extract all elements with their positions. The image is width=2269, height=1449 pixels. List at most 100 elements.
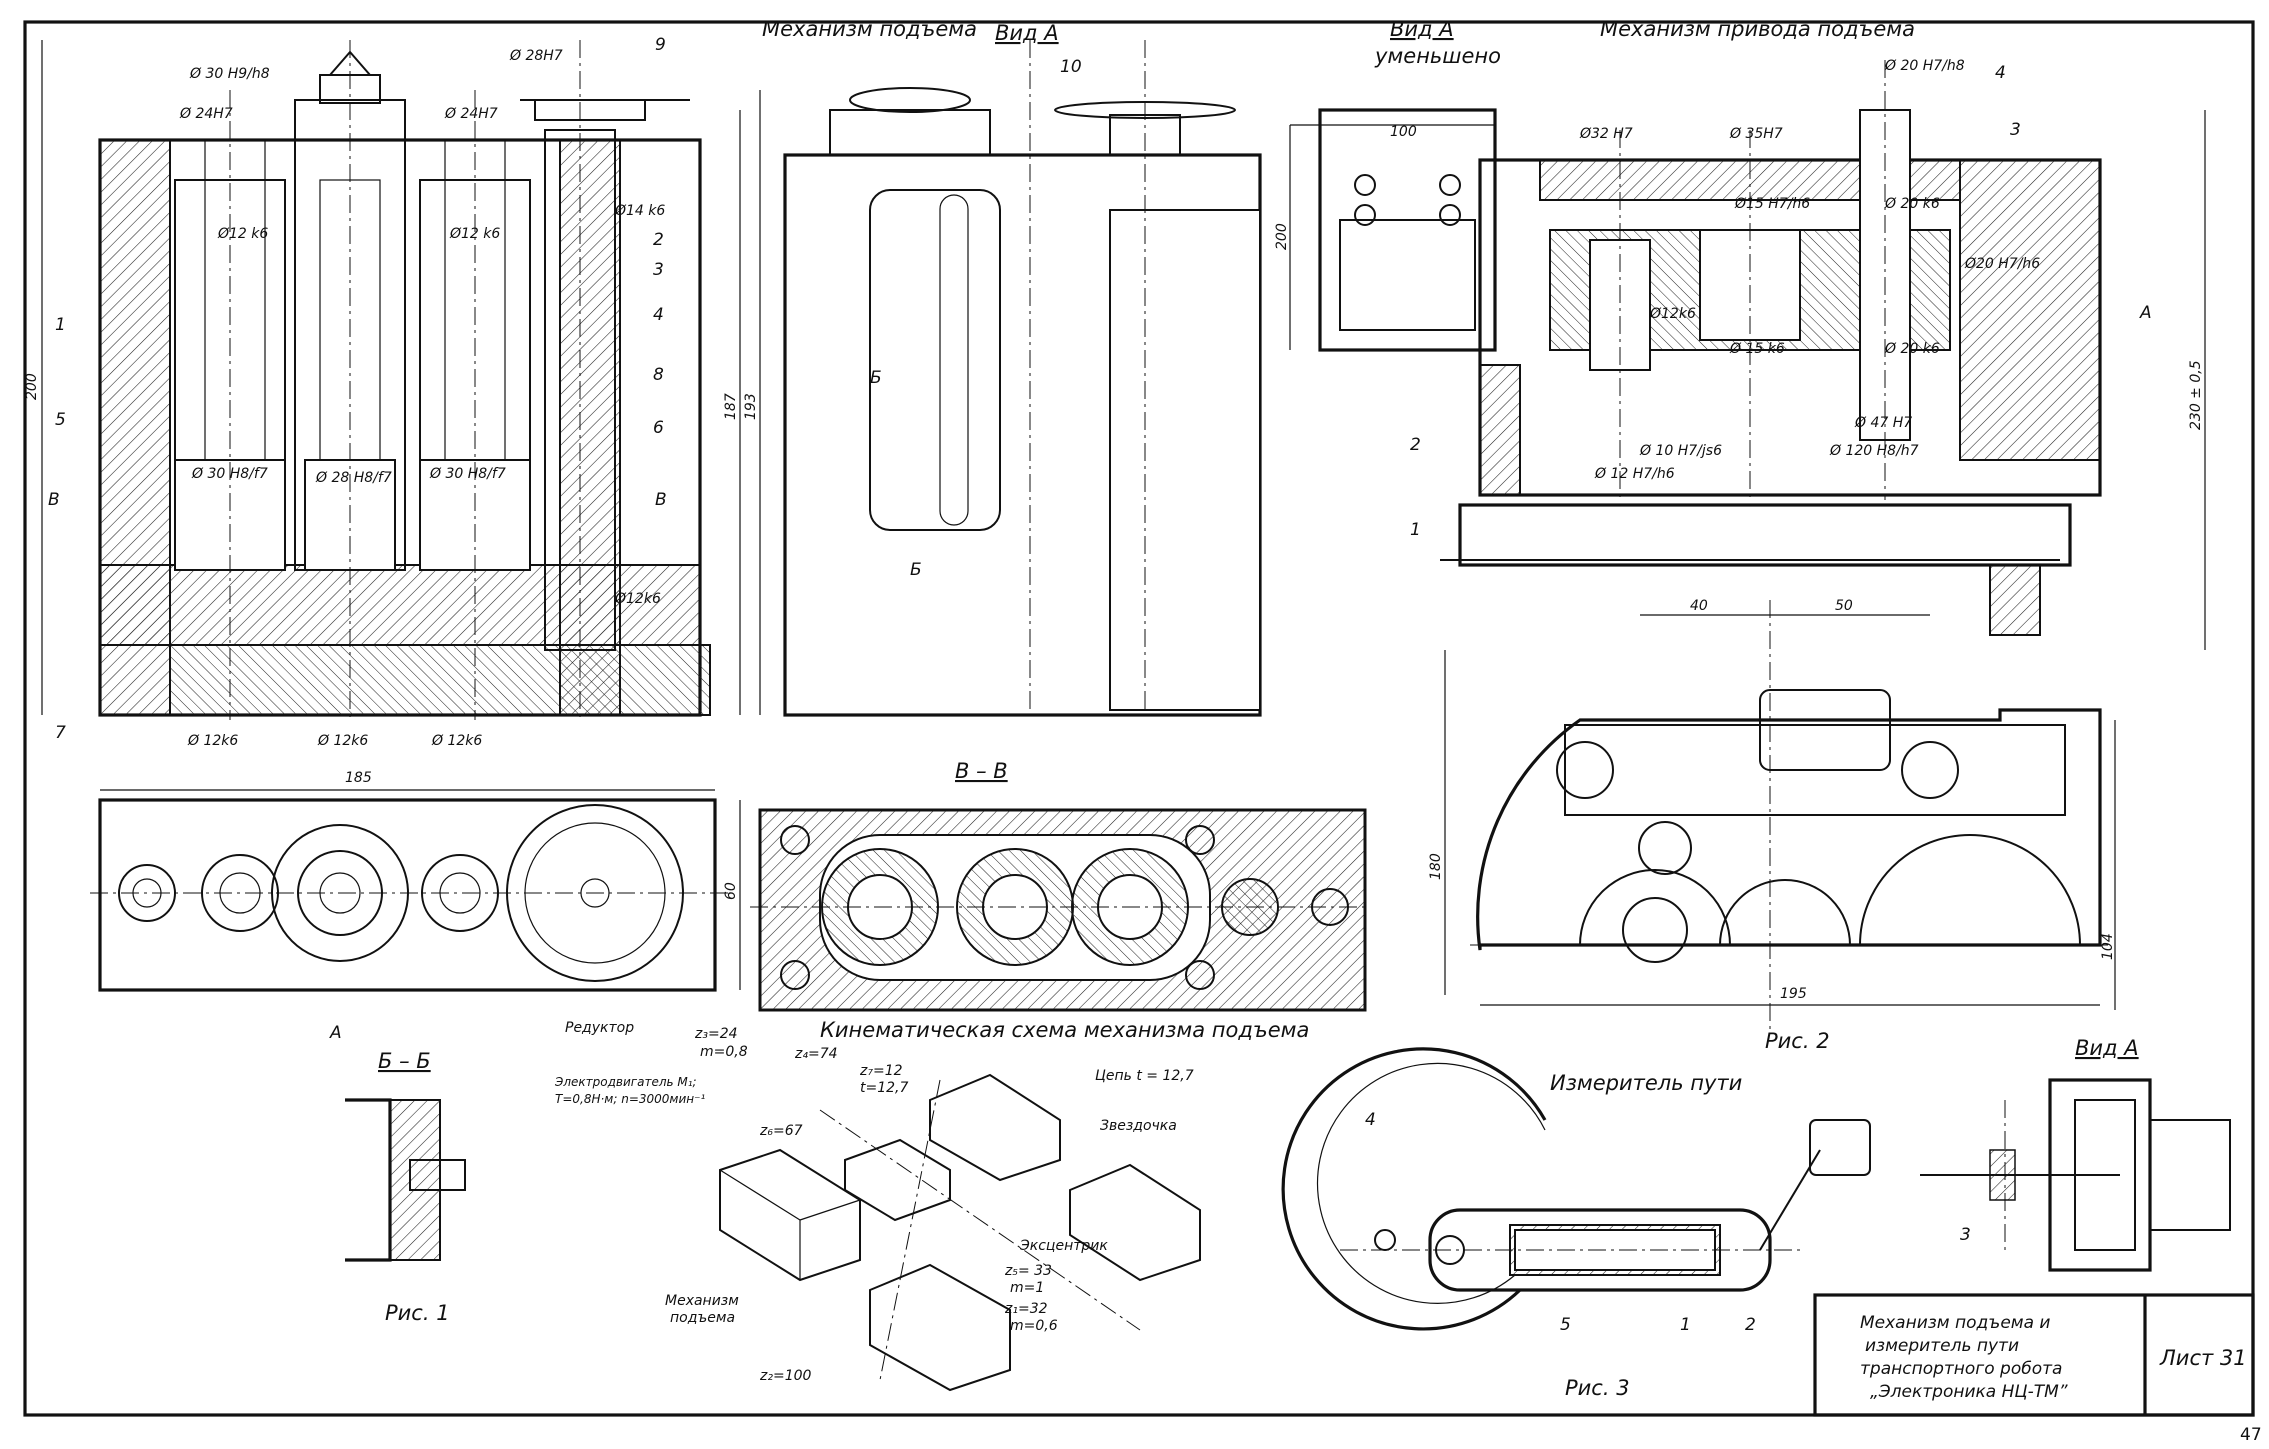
dim-h187: 187	[723, 393, 739, 420]
view-a-reduced	[1289, 108, 1497, 352]
dim-d12k6-d: Ø 12k6	[187, 733, 238, 749]
dim-w50: 50	[1835, 598, 1853, 614]
title-view-a-reduced-1: Вид А	[1390, 17, 1454, 41]
section-b-b	[345, 1098, 466, 1262]
dim-d12k6-c: Ø12k6	[614, 591, 661, 607]
title-block-sheet: Лист 31	[2159, 1346, 2247, 1370]
dim-d12k6-b: Ø12 k6	[449, 226, 500, 242]
dim-w185: 185	[345, 770, 372, 786]
meter-num-1: 1	[1680, 1315, 1691, 1335]
kin-chain: Цепь t = 12,7	[1095, 1068, 1194, 1084]
title-kinematic: Кинематическая схема механизма подъема	[820, 1018, 1309, 1042]
dim-h180: 180	[1428, 853, 1444, 880]
meter-num-2: 2	[1745, 1315, 1756, 1335]
kin-m1: m=1	[1010, 1280, 1044, 1296]
lift-drive-section	[1440, 60, 2206, 650]
dim-d47h7: Ø 47 H7	[1854, 415, 1912, 431]
dim-d20-h7h8: Ø 20 H7/h8	[1884, 58, 1965, 74]
kin-motor-1: Электродвигатель M₁;	[554, 1075, 697, 1089]
drive-part-num-2: 2	[1410, 435, 1421, 455]
part-num-9: 9	[655, 35, 666, 55]
section-v-v	[750, 808, 1370, 1012]
dim-d24h7-b: Ø 24H7	[444, 106, 498, 122]
lift-plan-view	[90, 798, 741, 992]
title-path-meter: Измеритель пути	[1550, 1071, 1742, 1095]
drive-part-num-4: 4	[1995, 63, 2006, 83]
title-block-line4: „Электроника НЦ-ТМ”	[1870, 1382, 2068, 1402]
dim-d12k6-a: Ø12 k6	[217, 226, 268, 242]
dim-d12k6-right: Ø12k6	[1649, 306, 1696, 322]
fig1-caption: Рис. 1	[385, 1301, 450, 1325]
dim-d14k6: Ø14 k6	[614, 203, 665, 219]
kin-eccentric: Эксцентрик	[1019, 1238, 1108, 1254]
kinematic-scheme	[719, 1073, 1201, 1392]
dim-d28-h8f7: Ø 28 H8/f7	[315, 470, 392, 486]
kin-z4: z₄=74	[794, 1046, 838, 1062]
title-section-bb: Б – Б	[378, 1049, 431, 1073]
dim-h200-left: 200	[24, 373, 40, 400]
fig3-path-meter	[1281, 1047, 1871, 1331]
fig3-caption: Рис. 3	[1565, 1376, 1630, 1400]
dim-d12k6-f: Ø 12k6	[431, 733, 482, 749]
dim-d30-h8f7-a: Ø 30 H8/f7	[191, 466, 268, 482]
meter-num-3: 3	[1960, 1225, 1971, 1245]
title-view-a-reduced-2: уменьшено	[1374, 44, 1501, 68]
kin-z2: z₂=100	[759, 1368, 812, 1384]
drawing-frame	[23, 20, 2255, 1417]
view-a-middle	[783, 40, 1262, 717]
kin-z1: z₁=32	[1004, 1301, 1048, 1317]
drive-part-num-3: 3	[2010, 120, 2021, 140]
dim-h200-right: 200	[1274, 223, 1290, 250]
dim-d24h7-a: Ø 24H7	[179, 106, 233, 122]
mark-b-left: В	[48, 490, 60, 510]
fig2-caption: Рис. 2	[1765, 1029, 1830, 1053]
dim-d20-h7h6: Ø20 H7/h6	[1964, 256, 2040, 272]
fig2-housing	[1444, 600, 2116, 1030]
kin-t127: t=12,7	[860, 1080, 908, 1096]
dim-d20k6-a: Ø 20 k6	[1884, 196, 1940, 212]
meter-num-5: 5	[1560, 1315, 1571, 1335]
part-num-6: 6	[653, 418, 664, 438]
dim-d12-h7h6: Ø 12 H7/h6	[1594, 466, 1675, 482]
title-section-vv: В – В	[955, 759, 1008, 783]
dim-d15-h7h6: Ø15 H7/h6	[1734, 196, 1810, 212]
kin-sprocket: Звездочка	[1100, 1118, 1177, 1134]
dim-d10-h7js6: Ø 10 H7/js6	[1639, 443, 1722, 459]
part-num-4: 4	[653, 305, 664, 325]
kin-z6: z₆=67	[759, 1123, 803, 1139]
title-block-line2: измеритель пути	[1865, 1336, 2019, 1356]
title-view-a: Вид А	[995, 21, 1059, 45]
dim-h104: 104	[2100, 933, 2116, 960]
part-num-10: 10	[1060, 57, 1082, 77]
kin-lift-mech-1: Механизм	[665, 1293, 739, 1309]
dim-d35h7: Ø 35H7	[1729, 126, 1783, 142]
part-num-1: 1	[55, 315, 66, 335]
meter-num-4: 4	[1365, 1110, 1376, 1130]
mark-b-right: В	[655, 490, 667, 510]
dim-w40: 40	[1690, 598, 1708, 614]
title-block-line3: транспортного робота	[1860, 1359, 2062, 1379]
part-num-7: 7	[55, 723, 66, 743]
dim-d15k6: Ø 15 k6	[1729, 341, 1785, 357]
mark-b-top: Б	[870, 368, 882, 388]
title-block-line1: Механизм подъема и	[1860, 1313, 2050, 1333]
dim-d30-h8f7-b: Ø 30 H8/f7	[429, 466, 506, 482]
page-number: 47	[2240, 1425, 2262, 1445]
kin-z3: z₃=24	[694, 1026, 738, 1042]
mark-a-right: А	[2139, 303, 2152, 323]
mark-b-bottom: Б	[910, 560, 922, 580]
dim-h193: 193	[743, 393, 759, 420]
part-num-3: 3	[653, 260, 664, 280]
kin-reducer: Редуктор	[565, 1020, 634, 1036]
title-view-a-small: Вид А	[2075, 1036, 2139, 1060]
dim-d30-h9h8: Ø 30 H9/h8	[189, 66, 270, 82]
dim-h230: 230 ± 0,5	[2188, 360, 2204, 430]
view-a-small	[1920, 1078, 2231, 1272]
kin-m06: m=0,6	[1010, 1318, 1058, 1334]
dim-w195: 195	[1780, 986, 1807, 1002]
mark-a-left: А	[329, 1023, 342, 1043]
part-num-5: 5	[55, 410, 66, 430]
dim-h60: 60	[723, 882, 739, 900]
kin-z5: z₅= 33	[1004, 1263, 1052, 1279]
